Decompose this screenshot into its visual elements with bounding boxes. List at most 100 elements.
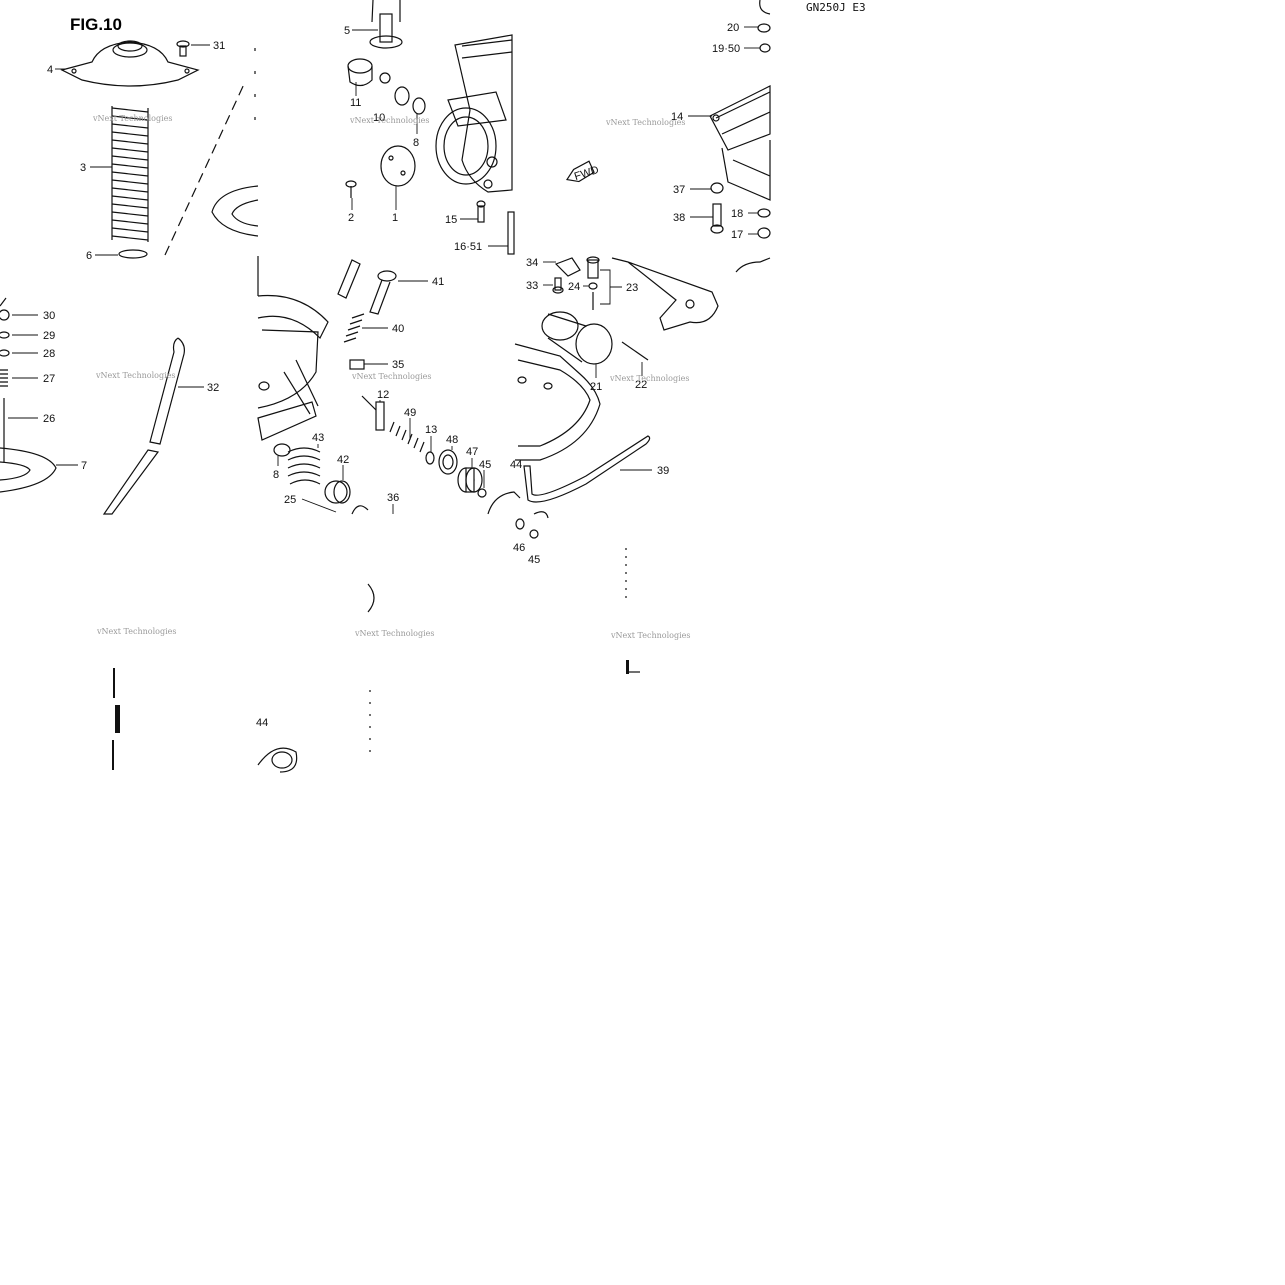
callout-29: 29 [43, 330, 55, 342]
vent-tube-32 [102, 337, 185, 515]
needle-jet-12 [361, 395, 385, 431]
callout-18: 18 [731, 208, 743, 220]
callout-2: 2 [348, 212, 354, 224]
watermark: vNext Technologies [609, 374, 689, 383]
jet-16 [507, 211, 515, 255]
piston-guide [369, 0, 403, 49]
watermark: vNext Technologies [349, 116, 429, 125]
callout-25: 25 [284, 494, 296, 506]
callout-31: 31 [213, 40, 225, 52]
callout-23: 23 [626, 282, 638, 294]
part-36-edge [351, 505, 369, 515]
callout-46: 46 [513, 542, 525, 554]
callout-35: 35 [392, 359, 404, 371]
callout-6: 6 [86, 250, 92, 262]
float-pin-22 [621, 341, 649, 361]
callout-21: 21 [590, 381, 602, 393]
screw-19 [759, 43, 771, 53]
callout-13: 13 [425, 424, 437, 436]
spring-40 [343, 313, 365, 343]
needle-valve-23 [586, 256, 600, 310]
plug-17 [757, 227, 771, 239]
bushing-11 [347, 58, 373, 87]
callout-49: 49 [404, 407, 416, 419]
carburetor-body [435, 34, 513, 193]
callout-43: 43 [312, 432, 324, 444]
plug-35 [349, 359, 365, 370]
callout-37: 37 [673, 184, 685, 196]
watermark: vNext Technologies [95, 371, 175, 380]
callout-11: 11 [350, 97, 361, 109]
washer-10 [379, 72, 391, 84]
piston-spring [111, 106, 149, 242]
callout-1: 1 [392, 212, 398, 224]
centerline [164, 81, 246, 256]
screw-38 [710, 203, 724, 234]
watermark: vNext Technologies [354, 629, 434, 638]
screw-41 [369, 270, 397, 315]
callout-32: 32 [207, 382, 219, 394]
o-ring-8 [412, 97, 426, 115]
float-lever-34 [554, 257, 581, 277]
callout-45b: 45 [528, 554, 540, 566]
callout-40: 40 [392, 323, 404, 335]
clip-45 [477, 488, 487, 498]
jet-48 [438, 449, 458, 475]
callout-7: 7 [81, 460, 87, 472]
watermark: vNext Technologies [610, 631, 690, 640]
float-chamber-gasket [709, 85, 771, 201]
callout-12: 12 [377, 389, 389, 401]
watermark: vNext Technologies [605, 118, 685, 127]
spring-seat [118, 249, 148, 259]
watermark: vNext Technologies [96, 627, 176, 636]
callout-44b: 44 [256, 717, 268, 729]
collar-42 [324, 480, 351, 504]
callout-41: 41 [432, 276, 444, 288]
drain-screw-parts [487, 491, 549, 539]
diaphragm-edge [211, 48, 259, 237]
screw-33 [552, 277, 564, 294]
drain-tube-39 [523, 435, 651, 503]
callout-47: 47 [466, 446, 478, 458]
cover-screw [176, 40, 190, 57]
o-ring-13 [425, 451, 435, 465]
callout-36: 36 [387, 492, 399, 504]
pilot-screw-15 [476, 200, 486, 223]
callout-45a: 45 [479, 459, 491, 471]
callout-17: 17 [731, 229, 743, 241]
callout-42: 42 [337, 454, 349, 466]
callout-38: 38 [673, 212, 685, 224]
callout-14: 14 [671, 111, 683, 123]
cap-47 [457, 467, 483, 493]
choke-linkage [611, 257, 771, 331]
washer-18 [757, 208, 771, 218]
callout-26: 26 [43, 413, 55, 425]
diaphragm-7 [0, 447, 57, 493]
watermark: vNext Technologies [92, 114, 172, 123]
callout-4: 4 [47, 64, 53, 76]
spring-43 [287, 447, 321, 485]
figure-title: FIG.10 [70, 15, 122, 34]
callout-24: 24 [568, 281, 580, 293]
model-code: GN250J E3 [806, 1, 866, 14]
callout-27: 27 [43, 373, 55, 385]
callout-8a: 8 [413, 137, 419, 149]
washer-20 [757, 23, 771, 33]
callout-39: 39 [657, 465, 669, 477]
fwd-arrow: FWD [565, 160, 600, 183]
callout-16-51: 16·51 [454, 241, 482, 253]
o-ring-8b [273, 443, 291, 457]
callout-44: 44 [510, 459, 522, 471]
callout-3: 3 [80, 162, 86, 174]
callout-30: 30 [43, 310, 55, 322]
callout-10: 10 [373, 112, 385, 124]
callout-48: 48 [446, 434, 458, 446]
diagram-fragments [112, 548, 640, 773]
diaphragm-cover [60, 40, 200, 87]
callout-28: 28 [43, 348, 55, 360]
throttle-valve-1 [380, 145, 416, 187]
float-chamber-lower [514, 343, 601, 461]
callout-8b: 8 [273, 469, 279, 481]
spring-49 [389, 421, 425, 453]
